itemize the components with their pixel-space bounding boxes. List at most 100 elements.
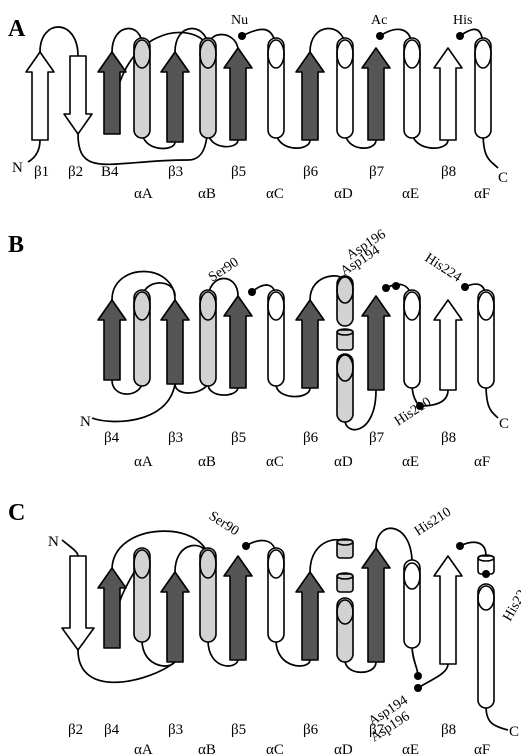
strand-label: β6: [303, 164, 319, 180]
strand-labels-b: β4 β3 β5 β6 β7 β8: [104, 430, 456, 446]
residue-dot-asp196: [414, 684, 422, 692]
strand-b1: [26, 52, 54, 140]
helix-aC: [268, 38, 284, 138]
strand-label: β2: [68, 722, 83, 738]
strand-label: β7: [369, 722, 385, 738]
strand-label: β4: [104, 430, 120, 446]
helix-label: αC: [266, 454, 284, 470]
strand-b3: [161, 300, 189, 384]
helix-aF-bottom: [478, 584, 494, 708]
strand-b6: [296, 300, 324, 388]
strand-b8: [434, 48, 462, 140]
residue-label-his210: His210: [412, 505, 454, 540]
strand-label: β8: [441, 164, 456, 180]
helix-label: αE: [402, 186, 419, 202]
strand-label: β3: [168, 430, 183, 446]
helix-aA: [134, 38, 150, 138]
residue-dot-asp194: [382, 284, 390, 292]
helix-aB: [200, 548, 216, 642]
strand-b5: [224, 556, 252, 660]
panel-label-a: A: [8, 16, 26, 42]
helix-label: αE: [402, 454, 419, 470]
helix-label: αC: [266, 186, 284, 202]
strand-label: β3: [168, 164, 183, 180]
helix-aF: [475, 38, 491, 138]
strand-b3: [161, 572, 189, 662]
helix-label: αE: [402, 742, 419, 756]
strand-b6: [296, 572, 324, 660]
helix-aA: [134, 548, 150, 642]
strand-label: B4: [101, 164, 119, 180]
helix-label: αF: [474, 742, 490, 756]
residues-a: Nu Ac His: [231, 13, 472, 40]
strands-c: [62, 548, 462, 664]
panel-c: C: [8, 500, 521, 756]
residues-c: Ser90 His210 His224 Asp194 Asp196: [206, 505, 521, 746]
strand-b7: [362, 548, 390, 662]
n-terminus-b: N: [80, 414, 91, 430]
helix-aD-bottom: [337, 354, 353, 422]
strand-b5: [224, 48, 252, 140]
c-terminus-b: C: [499, 416, 509, 432]
strand-b8: [434, 300, 462, 390]
strand-label: β8: [441, 430, 456, 446]
helix-label: αD: [334, 742, 353, 756]
residue-label-ac: Ac: [371, 13, 387, 28]
strand-label: β8: [441, 722, 456, 738]
c-terminus-a: C: [498, 170, 508, 186]
residue-label-ser90: Ser90: [206, 255, 242, 285]
strand-b7: [362, 296, 390, 390]
helix-label: αB: [198, 742, 216, 756]
helix-label: αA: [134, 454, 153, 470]
residue-label-ser90: Ser90: [206, 509, 242, 539]
helix-aB: [200, 38, 216, 138]
helix-label: αF: [474, 454, 490, 470]
helix-aF: [478, 290, 494, 388]
helix-labels-a: αA αB αC αD αE αF: [134, 186, 490, 202]
strand-b2: [62, 556, 94, 650]
strand-label: β1: [34, 164, 49, 180]
helix-aD-mid: [337, 574, 353, 592]
strand-label: β5: [231, 164, 246, 180]
loops-a: [28, 27, 498, 168]
helix-aD-bottom: [337, 598, 353, 662]
residue-dot-his224: [461, 283, 469, 291]
helix-aE: [404, 290, 420, 388]
residue-dot-his: [456, 32, 464, 40]
helix-aA: [134, 290, 150, 386]
helix-label: αB: [198, 186, 216, 202]
helix-labels-c: αA αB αC αD αE αF: [134, 742, 490, 756]
residue-dot-his224: [482, 570, 490, 578]
helix-labels-b: αA αB αC αD αE αF: [134, 454, 490, 470]
helix-aE: [404, 560, 420, 648]
residue-label-his224: His224: [500, 581, 521, 624]
residue-dot-asp194: [414, 672, 422, 680]
helix-aB: [200, 290, 216, 386]
residue-dot-his210: [456, 542, 464, 550]
helix-aC: [268, 290, 284, 386]
residue-dot-asp196: [392, 282, 400, 290]
strand-b3: [161, 52, 189, 142]
strand-labels-a: β1 β2 B4 β3 β5 β6 β7 β8: [34, 164, 456, 180]
strand-b6: [296, 52, 324, 140]
panel-label-c: C: [8, 500, 25, 526]
strand-b5: [224, 296, 252, 388]
residue-dot-ser90: [242, 542, 250, 550]
strand-b4: [98, 568, 126, 648]
strand-b7: [362, 48, 390, 140]
helix-label: αB: [198, 454, 216, 470]
helix-label: αD: [334, 454, 353, 470]
strand-b2: [64, 56, 92, 134]
helix-label: αA: [134, 742, 153, 756]
residue-dot-ac: [376, 32, 384, 40]
panel-a: A: [8, 13, 508, 202]
strands-a: [26, 48, 462, 142]
helix-aD-mid: [337, 330, 353, 350]
strand-label: β5: [231, 722, 246, 738]
strand-label: β7: [369, 164, 385, 180]
strand-label: β6: [303, 722, 319, 738]
helix-label: αD: [334, 186, 353, 202]
strand-label: β7: [369, 430, 385, 446]
helix-aD-top: [337, 276, 353, 326]
residue-dot-ser90: [248, 288, 256, 296]
